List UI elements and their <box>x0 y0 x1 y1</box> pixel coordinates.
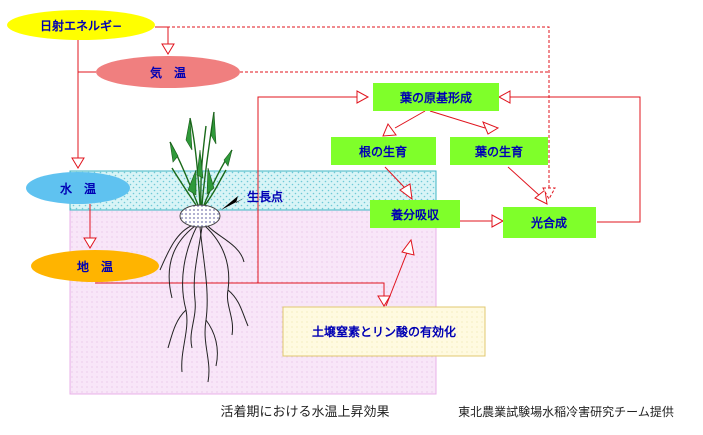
growing-point-pointer <box>221 196 244 210</box>
photosynthesis-box <box>503 207 596 238</box>
air-temp-label: 気 温 <box>150 65 186 80</box>
soil-nutrients-label: 土壌窒素とリン酸の有効化 <box>312 324 456 339</box>
water-temp-label: 水 温 <box>60 181 96 196</box>
soil-nutrients-box <box>282 306 486 357</box>
soil-temp-label: 地 温 <box>77 259 113 274</box>
leaf-growth-box <box>450 137 548 165</box>
nutrient-uptake-box <box>370 200 460 228</box>
diagram-caption: 活着期における水温上昇効果 <box>220 404 389 420</box>
rice-leaves <box>169 111 233 196</box>
growing-point <box>179 204 221 228</box>
leaf-growth-label: 葉の生育 <box>474 144 523 159</box>
leaf-primordia-label: 葉の原基形成 <box>399 90 472 105</box>
nutrient-uptake-label: 養分吸収 <box>390 207 440 222</box>
soil-zone <box>69 209 437 395</box>
water-temp-ellipse <box>26 172 130 204</box>
photosynthesis-label: 光合成 <box>530 215 567 230</box>
growing-point-label: 生長点 <box>247 189 283 204</box>
root-growth-label: 根の生育 <box>359 144 407 159</box>
solar-energy-label: 日射エネルギ− <box>40 18 122 33</box>
soil-temp-ellipse <box>31 250 159 282</box>
image-credit: 東北農業試験場水稲冷害研究チーム提供 <box>458 404 674 419</box>
solar-energy-ellipse <box>7 10 155 40</box>
connectors <box>71 26 641 307</box>
root-growth-box <box>331 137 436 165</box>
rice-roots <box>159 224 249 383</box>
leaf-primordia-box <box>373 83 499 111</box>
air-temp-ellipse <box>96 56 240 88</box>
